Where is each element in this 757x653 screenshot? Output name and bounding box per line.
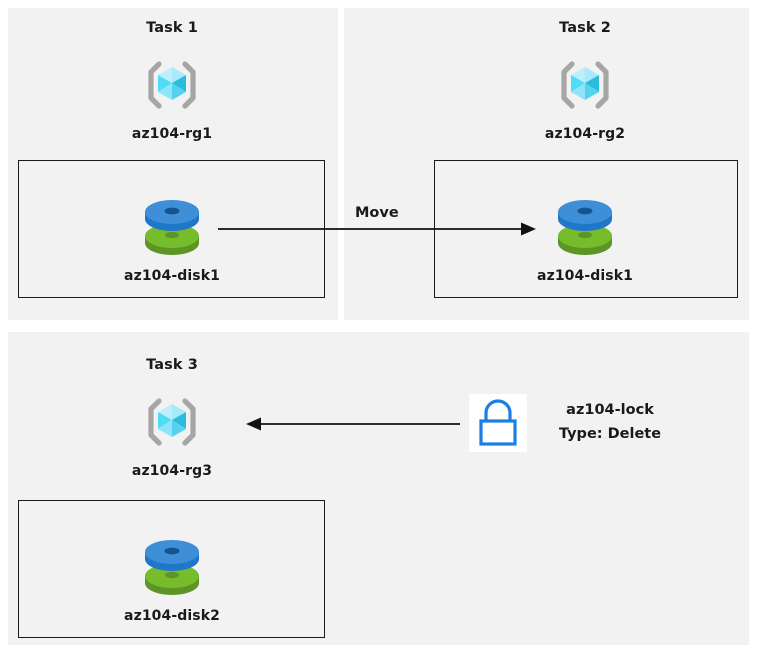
az104-disk2-label: az104-disk2 (124, 608, 220, 624)
move-arrow-right (218, 222, 538, 236)
task2-title: Task 2 (559, 20, 611, 36)
panel-task3 (8, 332, 749, 645)
padlock-icon (469, 394, 527, 452)
panel-task2 (344, 8, 749, 320)
panel-task1 (8, 8, 338, 320)
task1-title: Task 1 (146, 20, 198, 36)
task3-resource-box (18, 500, 325, 638)
lock-type-label: Type: Delete (558, 426, 662, 442)
az104-rg2-label: az104-rg2 (544, 126, 626, 142)
move-connector-label: Move (355, 205, 399, 221)
managed-disk-icon (139, 536, 205, 598)
resource-group-cube-icon (141, 54, 203, 116)
az104-rg1-label: az104-rg1 (131, 126, 213, 142)
managed-disk-icon (552, 196, 618, 258)
az104-disk1-label: az104-disk1 (124, 268, 220, 284)
managed-disk-icon (139, 196, 205, 258)
az104-disk1-label-task2: az104-disk1 (537, 268, 633, 284)
az104-rg3-label: az104-rg3 (131, 463, 213, 479)
resource-group-cube-icon (141, 391, 203, 453)
task3-title: Task 3 (146, 357, 198, 373)
lock-name-label: az104-lock (566, 402, 654, 418)
lock-arrow-left (246, 417, 460, 431)
resource-group-cube-icon (554, 54, 616, 116)
